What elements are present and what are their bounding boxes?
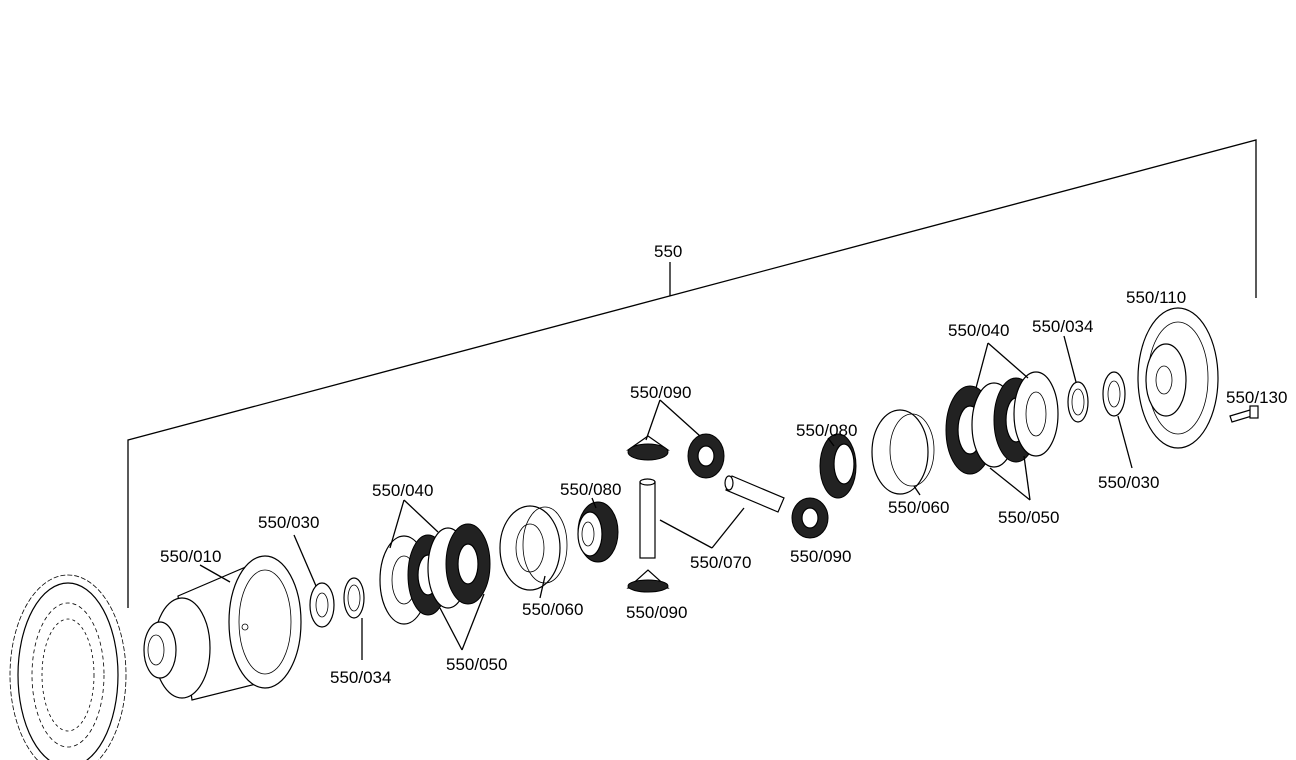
pinion-gear-top-right — [687, 433, 725, 479]
assembly-bracket — [127, 139, 1257, 608]
pinion-gear-top-left — [626, 435, 670, 461]
pinion-gear-bottom — [626, 569, 670, 593]
label-side-gear-right: 550/080 — [796, 421, 857, 440]
label-bolt: 550/130 — [1226, 388, 1287, 407]
label-pressure-ring-left: 550/060 — [522, 600, 583, 619]
label-shim-right: 550/034 — [1032, 317, 1093, 336]
part-labels: 550 550/010 550/030 550/034 550/040 550/… — [160, 242, 1287, 687]
label-shim-left: 550/034 — [330, 668, 391, 687]
thrust-washer-left — [309, 582, 335, 628]
clutch-discs-left — [379, 523, 491, 625]
side-gear-left — [577, 501, 619, 563]
cross-pin-vertical — [639, 478, 656, 559]
label-pinion-right: 550/090 — [790, 547, 851, 566]
cross-shaft — [724, 475, 785, 513]
label-thrust-washer-left: 550/030 — [258, 513, 319, 532]
label-assembly: 550 — [654, 242, 682, 261]
label-thrust-washer-right: 550/030 — [1098, 473, 1159, 492]
side-gear-right — [819, 433, 857, 499]
label-cross-shaft: 550/070 — [690, 553, 751, 572]
pressure-ring-right — [871, 409, 935, 495]
label-cover: 550/110 — [1126, 288, 1186, 307]
clutch-discs-right — [945, 371, 1059, 475]
bolt — [1229, 405, 1259, 423]
ring-gear — [9, 574, 127, 760]
pressure-ring-left — [499, 505, 568, 591]
label-side-gear-left: 550/080 — [560, 480, 621, 499]
shim-left — [343, 577, 365, 619]
label-pressure-ring-right: 550/060 — [888, 498, 949, 517]
pinion-gear-right — [791, 497, 829, 539]
leader-lines — [199, 335, 1133, 660]
label-pinion-top: 550/090 — [630, 383, 691, 402]
label-pinion-bottom: 550/090 — [626, 603, 687, 622]
differential-housing — [143, 555, 302, 701]
label-inner-discs-right: 550/050 — [998, 508, 1059, 527]
label-housing: 550/010 — [160, 547, 221, 566]
label-inner-discs-left: 550/050 — [446, 655, 507, 674]
differential-cover — [1137, 307, 1219, 449]
thrust-washer-right — [1102, 371, 1126, 417]
label-outer-discs-right: 550/040 — [948, 321, 1009, 340]
label-outer-discs-left: 550/040 — [372, 481, 433, 500]
shim-right — [1067, 381, 1089, 423]
